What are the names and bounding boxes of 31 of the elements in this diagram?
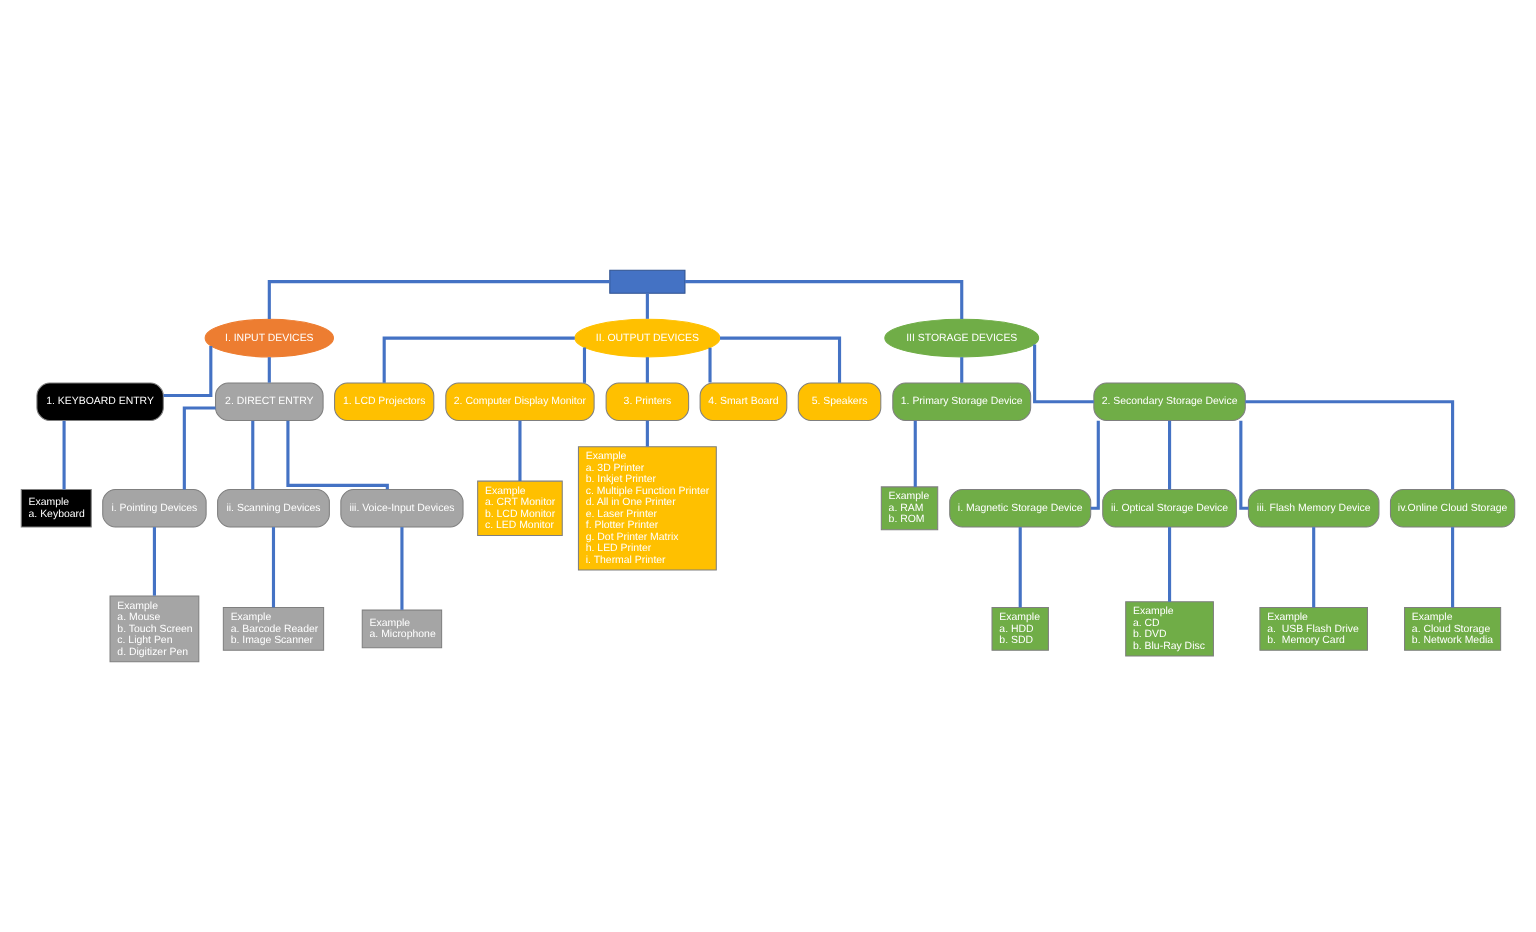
- node-box: [609, 269, 686, 294]
- connector: [382, 336, 575, 383]
- connector: [645, 420, 649, 447]
- connector: [1033, 344, 1094, 404]
- connector: [152, 527, 156, 596]
- connector: [1451, 527, 1455, 608]
- connector: [645, 357, 649, 383]
- connector: [267, 280, 610, 319]
- connector: [1245, 400, 1455, 490]
- connector: [1168, 527, 1172, 602]
- connector: [163, 346, 213, 398]
- connector: [182, 406, 216, 490]
- connector: [685, 280, 964, 319]
- connector: [1168, 420, 1172, 490]
- connector: [271, 527, 276, 608]
- connector: [518, 420, 522, 481]
- connector: [1239, 420, 1249, 510]
- connector: [1018, 527, 1022, 608]
- connector: [582, 347, 587, 383]
- connector: [62, 420, 66, 490]
- connector: [1090, 420, 1100, 510]
- connector: [645, 293, 649, 319]
- connector: [1312, 527, 1316, 608]
- connector: [913, 420, 917, 487]
- connector: [400, 527, 404, 610]
- connector: [960, 357, 964, 383]
- connector: [286, 420, 389, 490]
- connector: [267, 357, 271, 383]
- connector: [708, 347, 712, 383]
- connector: [251, 420, 255, 490]
- connector: [720, 336, 842, 383]
